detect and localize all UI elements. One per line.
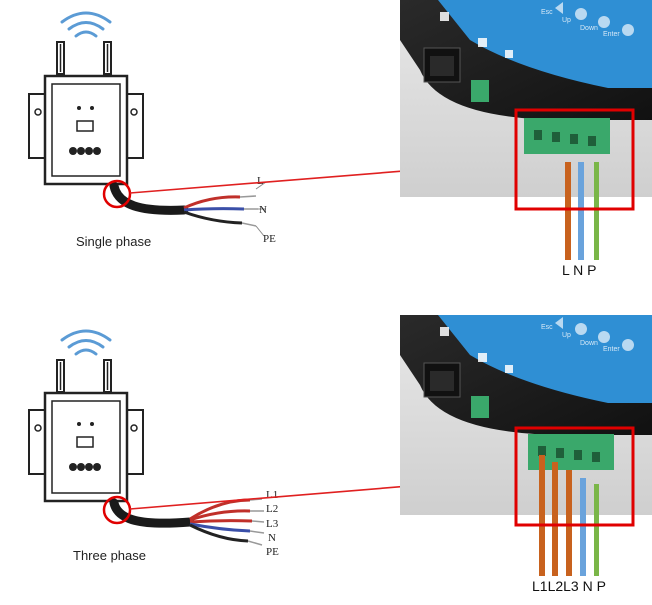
wire-p: [594, 484, 599, 576]
single-phase-panel: L N PE Single phase Esc Up Down Enter: [28, 0, 652, 278]
antenna-right: [103, 41, 112, 75]
device-btn-up: Up: [562, 17, 571, 24]
device-btn-enter: Enter: [603, 346, 620, 353]
device-btn-down: Down: [580, 340, 598, 347]
cable-highlight-circle: [102, 179, 132, 209]
wire-p: [594, 162, 599, 260]
antenna-right: [103, 359, 112, 393]
antenna-left: [56, 41, 65, 75]
device-buttons: [69, 147, 101, 155]
wire-l: [565, 162, 571, 260]
cable-label-l2: L2: [266, 503, 278, 515]
device-btn-down: Down: [580, 25, 598, 32]
cable-label-l1: L1: [266, 489, 278, 501]
panel-caption: Three phase: [73, 548, 146, 563]
device-btn-esc: Esc: [541, 324, 553, 331]
terminal-labels: L1L2L3 N P: [532, 578, 606, 594]
panel-caption: Single phase: [76, 234, 151, 249]
terminal-block-small: [471, 396, 489, 418]
terminal-labels: L N P: [562, 262, 597, 278]
gateway-device-2: [28, 329, 144, 503]
wire-l3: [566, 470, 572, 576]
cable-highlight-circle: [102, 495, 132, 525]
cable-label-pe: PE: [266, 546, 279, 558]
power-cable-2: [102, 495, 265, 546]
wire-n: [580, 478, 586, 576]
cable-label-l: L: [257, 175, 264, 187]
terminal-wires-1: [565, 162, 599, 260]
cable-label-n: N: [259, 204, 267, 216]
device-screen: [76, 120, 94, 132]
cable-label-pe: PE: [263, 233, 276, 245]
wire-l1: [539, 455, 545, 576]
gateway-device-1: [28, 11, 144, 186]
device-photo-2: Esc Up Down Enter: [400, 315, 652, 515]
wifi-icon: [60, 11, 112, 38]
device-photo-1: Esc Up Down Enter: [400, 0, 652, 197]
terminal-highlight-box: [514, 108, 635, 211]
device-btn-up: Up: [562, 332, 571, 339]
device-buttons: [69, 463, 101, 471]
wire-n: [578, 162, 584, 260]
cable-label-n: N: [268, 532, 276, 544]
power-cable-1: [102, 179, 267, 237]
three-phase-panel: L1 L2 L3 N PE Three phase Esc Up Down En…: [28, 315, 652, 594]
wire-l2: [552, 462, 558, 576]
device-screen: [76, 436, 94, 448]
terminal-block-small: [471, 80, 489, 102]
wifi-icon: [60, 329, 112, 356]
device-btn-enter: Enter: [603, 31, 620, 38]
cable-label-l3: L3: [266, 518, 279, 530]
terminal-highlight-box: [514, 426, 635, 527]
device-btn-esc: Esc: [541, 9, 553, 16]
terminal-wires-2: [539, 455, 599, 576]
antenna-left: [56, 359, 65, 393]
